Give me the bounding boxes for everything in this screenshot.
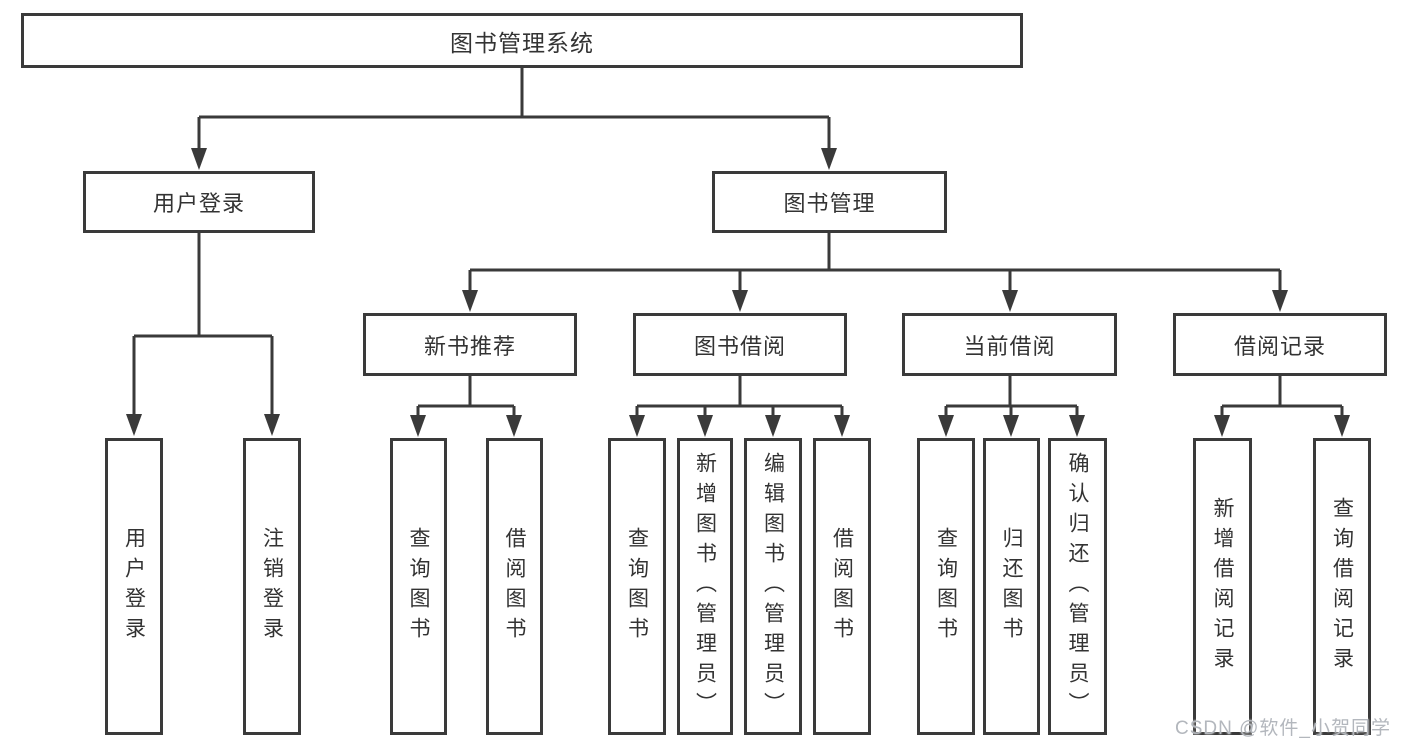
arrowhead [732,290,748,312]
node-new-book-recommend-label: 新书推荐 [423,333,516,359]
arrowhead [410,415,426,437]
leaf-user-login-label: 用户登录 [122,526,146,647]
leaf-nb-query-book: 查询图书 [390,438,447,735]
leaf-bb-borrow-book-label: 借阅图书 [830,526,854,647]
connector-new-book-branch [416,376,516,417]
leaf-logout-label: 注销登录 [260,526,284,647]
arrowhead [629,415,645,437]
node-borrow-records: 借阅记录 [1173,313,1387,376]
connector-user-login-branch [132,233,274,416]
node-current-borrow-label: 当前借阅 [963,333,1056,359]
leaf-cb-query-book: 查询图书 [917,438,975,735]
connector-borrow-branch [635,376,844,417]
leaf-logout: 注销登录 [243,438,301,735]
node-new-book-recommend: 新书推荐 [363,313,577,376]
arrowhead [462,290,478,312]
leaf-cb-query-book-label: 查询图书 [934,526,958,647]
leaf-user-login: 用户登录 [105,438,163,735]
arrowhead [1272,290,1288,312]
leaf-nb-query-book-label: 查询图书 [407,526,430,647]
arrowhead [1002,290,1018,312]
arrowhead [834,415,850,437]
connector-records-branch [1220,376,1344,417]
node-user-login: 用户登录 [83,171,315,233]
leaf-br-query-record-label: 查询借阅记录 [1330,496,1354,677]
arrowhead [1003,415,1019,437]
leaf-bb-query-book-label: 查询图书 [625,526,649,647]
leaf-br-add-record-label: 新增借阅记录 [1211,496,1234,677]
leaf-nb-borrow-book-label: 借阅图书 [503,526,526,647]
connector-current-branch [944,376,1079,417]
node-book-borrow: 图书借阅 [633,313,847,376]
leaf-bb-borrow-book: 借阅图书 [813,438,871,735]
node-root-label: 图书管理系统 [450,29,594,56]
leaf-cb-confirm-return-label: 确认归还（管理员） [1066,451,1089,722]
leaf-cb-confirm-return: 确认归还（管理员） [1048,438,1107,735]
arrowhead [938,415,954,437]
arrowhead [765,415,781,437]
leaf-cb-return-book: 归还图书 [983,438,1040,735]
leaf-bb-add-book-label: 新增图书（管理员） [693,451,717,722]
node-root: 图书管理系统 [21,13,1023,68]
leaf-nb-borrow-book: 借阅图书 [486,438,543,735]
arrowhead [191,148,207,170]
connector-root-to-level2 [197,67,831,150]
connector-book-mgmt-branch [468,233,1282,292]
leaf-bb-add-book: 新增图书（管理员） [677,438,733,735]
arrowhead [1334,415,1350,437]
arrowhead [264,414,280,436]
leaf-bb-edit-book-label: 编辑图书（管理员） [761,451,785,722]
arrowhead [697,415,713,437]
node-borrow-records-label: 借阅记录 [1233,333,1326,359]
node-book-borrow-label: 图书借阅 [693,333,786,359]
arrowhead [1069,415,1085,437]
leaf-br-add-record: 新增借阅记录 [1193,438,1252,735]
leaf-br-query-record: 查询借阅记录 [1313,438,1371,735]
node-book-management-label: 图书管理 [783,191,876,216]
csdn-watermark: CSDN @软件_小贺同学 [1175,718,1391,739]
arrowhead [1214,415,1230,437]
node-current-borrow: 当前借阅 [902,313,1117,376]
node-book-management: 图书管理 [712,171,947,233]
leaf-bb-edit-book: 编辑图书（管理员） [744,438,802,735]
node-user-login-label: 用户登录 [152,191,245,216]
leaf-bb-query-book: 查询图书 [608,438,666,735]
leaf-cb-return-book-label: 归还图书 [1000,526,1023,647]
arrowhead [126,414,142,436]
arrowhead [506,415,522,437]
arrowhead [821,148,837,170]
